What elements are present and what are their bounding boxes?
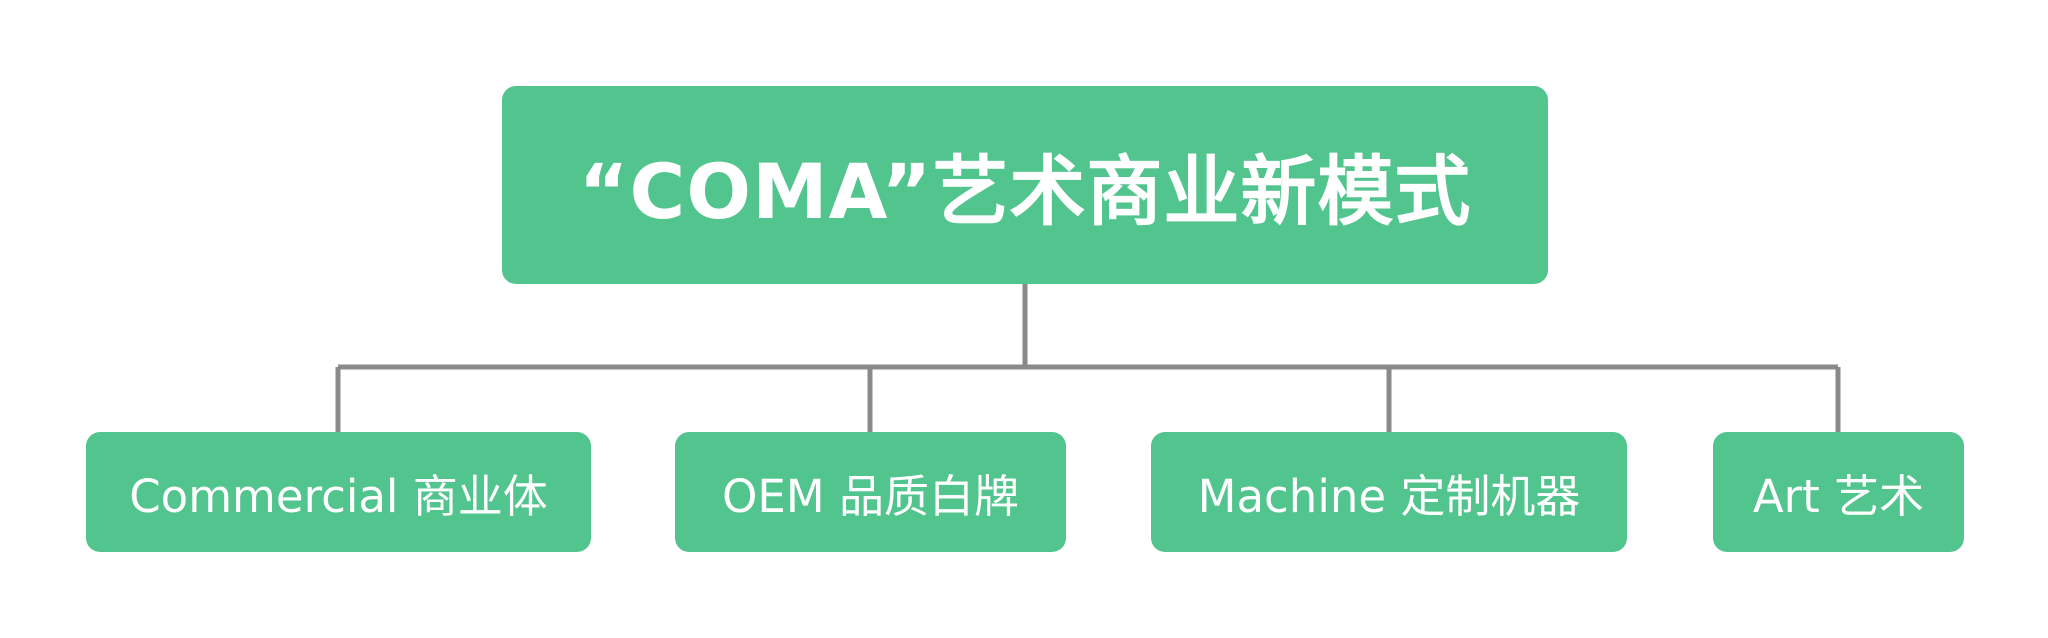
child-node-oem: OEM 品质白牌: [675, 432, 1066, 552]
child-node-label: Commercial 商业体: [129, 469, 548, 523]
child-node-label: OEM 品质白牌: [722, 469, 1019, 523]
root-node: “COMA”艺术商业新模式: [502, 86, 1548, 284]
root-node-label: “COMA”艺术商业新模式: [578, 147, 1472, 236]
child-node-label: Art 艺术: [1752, 469, 1925, 523]
child-node-art: Art 艺术: [1713, 432, 1964, 552]
child-node-label: Machine 定制机器: [1197, 469, 1581, 523]
child-node-commercial: Commercial 商业体: [86, 432, 591, 552]
child-node-machine: Machine 定制机器: [1151, 432, 1627, 552]
